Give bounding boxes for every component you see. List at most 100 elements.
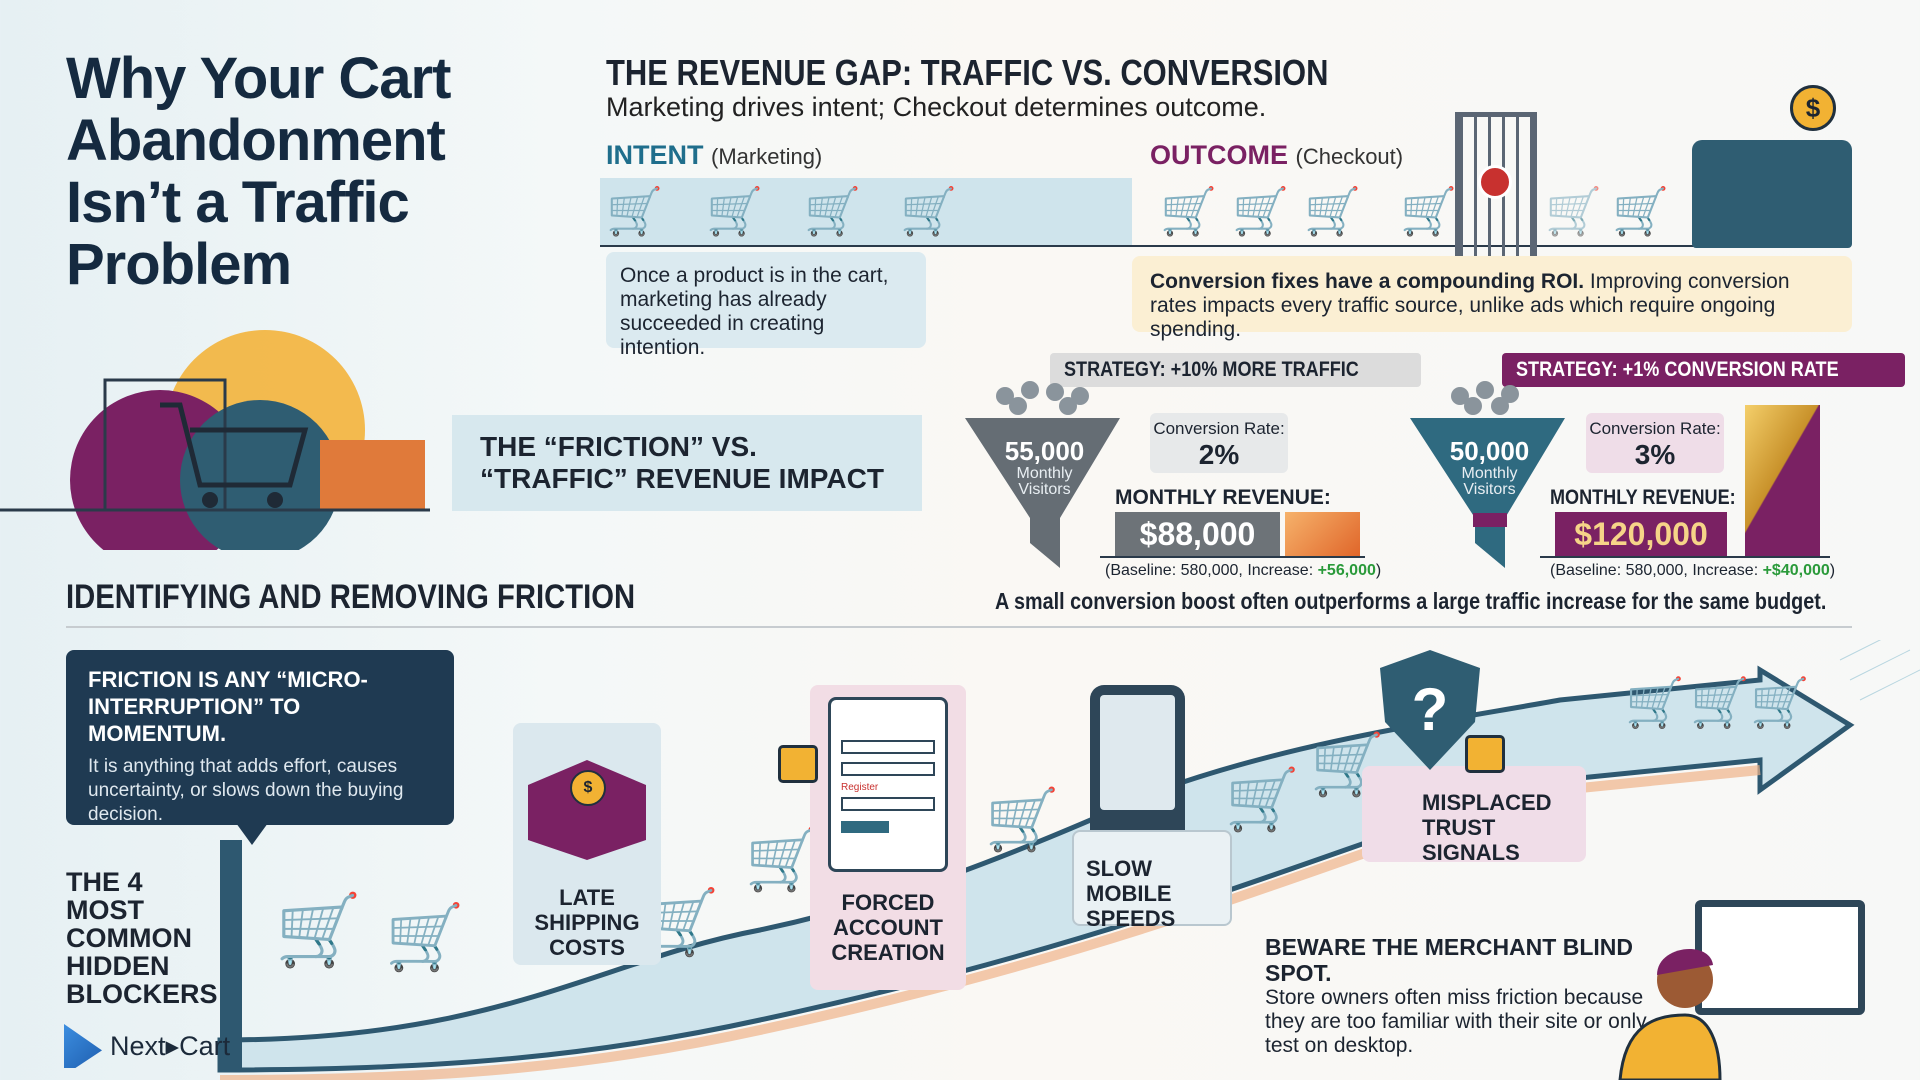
strategy-conversion-label: STRATEGY: +1% CONVERSION RATE xyxy=(1502,353,1906,387)
axis-line xyxy=(1540,556,1830,558)
revenue-gap-heading-text: THE REVENUE GAP: TRAFFIC VS. CONVERSION xyxy=(606,52,1329,93)
form-submit xyxy=(841,821,889,833)
form-field xyxy=(841,740,935,754)
shopping-cart-illustration xyxy=(0,330,430,550)
cart-icon: 🛒 xyxy=(1690,677,1750,730)
form-field xyxy=(841,797,935,811)
strategy-traffic-text: STRATEGY: +10% MORE TRAFFIC xyxy=(1064,358,1359,381)
traffic-funnel-icon xyxy=(965,381,1120,568)
cart-icon: 🛒 xyxy=(745,826,820,893)
dollar-coin-icon: $ xyxy=(570,770,606,806)
logo-text: Next▸Cart xyxy=(110,1030,231,1061)
nextcart-logo: Next▸Cart xyxy=(64,1024,230,1068)
friction-heading: IDENTIFYING AND REMOVING FRICTION xyxy=(66,578,728,617)
lock-icon xyxy=(778,745,818,783)
friction-heading-text: IDENTIFYING AND REMOVING FRICTION xyxy=(66,578,636,616)
revenue-gap-heading: THE REVENUE GAP: TRAFFIC VS. CONVERSION xyxy=(606,52,1446,94)
impact-heading: THE “FRICTION” VS. “TRAFFIC” REVENUE IMP… xyxy=(452,415,922,511)
cart-icon: 🛒 xyxy=(985,786,1060,853)
form-label: Register xyxy=(841,782,879,793)
cart-icon: 🛒 xyxy=(275,891,363,969)
no-entry-icon xyxy=(1478,165,1512,199)
monthly-revenue-label-wrap: MONTHLY REVENUE: xyxy=(1550,486,1740,510)
conversion-revenue: $120,000 xyxy=(1555,512,1727,556)
comparison-caption: A small conversion boost often outperfor… xyxy=(995,588,1920,615)
baseline-close: ) xyxy=(1829,562,1836,579)
cart-icon: 🛒 xyxy=(606,185,664,237)
strategy-traffic-label: STRATEGY: +10% MORE TRAFFIC xyxy=(1050,353,1421,387)
baseline-text: (Baseline: 580,000, Increase: xyxy=(1550,562,1763,579)
blind-spot-text: Store owners often miss friction because… xyxy=(1265,986,1647,1057)
traffic-revenue: $88,000 xyxy=(1115,512,1280,556)
traffic-visitors-label: Monthly Visitors xyxy=(1016,465,1073,498)
conversion-rate-box: Conversion Rate:3% xyxy=(1586,413,1724,473)
cart-icon: 🛒 xyxy=(1232,185,1290,237)
friction-definition-box: FRICTION IS ANY “MICRO-INTERRUPTION” TO … xyxy=(66,650,454,825)
traffic-baseline: (Baseline: 580,000, Increase: +56,000) xyxy=(1105,562,1381,580)
cart-icon: 🛒 xyxy=(385,901,465,973)
empty-cart-icon: 🛒 xyxy=(1545,185,1603,237)
speech-tail xyxy=(236,823,268,861)
cart-icon: 🛒 xyxy=(1400,185,1458,237)
monthly-revenue-label: MONTHLY REVENUE: xyxy=(1115,486,1331,509)
cart-icon: 🛒 xyxy=(804,185,862,237)
form-field xyxy=(841,762,935,776)
conversion-baseline: (Baseline: 580,000, Increase: +$40,000) xyxy=(1550,562,1835,580)
increase-value: +$40,000 xyxy=(1762,562,1830,579)
conv-value: 2% xyxy=(1198,439,1240,470)
intent-text: Once a product is in the cart, marketing… xyxy=(606,252,926,359)
cart-icon: 🛒 xyxy=(1225,766,1300,833)
intent-label-text: INTENT xyxy=(606,140,704,170)
cart-icon: 🛒 xyxy=(706,185,764,237)
divider xyxy=(66,626,1852,628)
outcome-label-text: OUTCOME xyxy=(1150,140,1288,170)
baseline-close: ) xyxy=(1375,562,1382,579)
increase-value: +56,000 xyxy=(1317,562,1376,579)
monthly-revenue-label: MONTHLY REVENUE: xyxy=(1550,486,1736,509)
outcome-bold: Conversion fixes have a compounding ROI. xyxy=(1150,270,1585,293)
loading-spinner-icon xyxy=(1100,695,1175,810)
strategy-conversion-text: STRATEGY: +1% CONVERSION RATE xyxy=(1516,358,1839,381)
blockers-label: THE 4 MOST COMMON HIDDEN BLOCKERS xyxy=(66,867,218,1009)
blocker-misplaced-trust: MISPLACED TRUST SIGNALS xyxy=(1362,766,1586,865)
registration-form-icon: Register xyxy=(828,697,948,872)
intent-note: (Marketing) xyxy=(711,144,823,169)
conversion-revenue-bar xyxy=(1745,405,1820,556)
blind-spot-title: BEWARE THE MERCHANT BLIND SPOT. xyxy=(1265,934,1633,986)
checkout-gate-icon xyxy=(1455,112,1537,264)
cart-icon: 🛒 xyxy=(1750,677,1810,730)
page-title: Why Your Cart Abandonment Isn’t a Traffi… xyxy=(66,46,451,297)
blind-spot-note: BEWARE THE MERCHANT BLIND SPOT. Store ow… xyxy=(1265,934,1675,1058)
intent-label: INTENT (Marketing) xyxy=(606,140,822,171)
outcome-note: (Checkout) xyxy=(1295,144,1404,169)
lock-icon xyxy=(1465,735,1505,773)
revenue-gap-subheading: Marketing drives intent; Checkout determ… xyxy=(606,92,1267,122)
intent-band xyxy=(600,178,1132,246)
conv-label: Conversion Rate: xyxy=(1589,419,1721,438)
outcome-body: Improving conversion rates impacts every… xyxy=(1150,270,1790,341)
cart-icon: 🛒 xyxy=(1160,185,1218,237)
cart-icon: 🛒 xyxy=(900,185,958,237)
cart-icon: 🛒 xyxy=(1304,185,1362,237)
cart-icon: 🛒 xyxy=(1625,677,1685,730)
baseline-text: (Baseline: 580,000, Increase: xyxy=(1105,562,1318,579)
dollar-coin-icon: $ xyxy=(1790,85,1836,131)
outcome-text: Conversion fixes have a compounding ROI.… xyxy=(1132,256,1852,341)
conv-value: 3% xyxy=(1634,439,1676,470)
caption-text: A small conversion boost often outperfor… xyxy=(995,588,1827,614)
traffic-visitors: 55,000 xyxy=(1004,436,1085,466)
logo-mark-icon xyxy=(64,1024,102,1068)
blocker-slow-mobile: SLOW MOBILE SPEEDS xyxy=(1072,830,1232,931)
friction-definition-title: FRICTION IS ANY “MICRO-INTERRUPTION” TO … xyxy=(88,667,368,746)
conversion-funnel-icon xyxy=(1410,381,1565,568)
axis-line xyxy=(1100,556,1365,558)
merchant-person-icon xyxy=(1618,948,1722,1080)
desktop-monitor-icon xyxy=(1695,900,1865,1015)
conv-label: Conversion Rate: xyxy=(1153,419,1285,438)
traffic-conversion-box: Conversion Rate:2% xyxy=(1150,413,1288,473)
friction-definition-text: It is anything that adds effort, causes … xyxy=(88,756,404,825)
shelf-line xyxy=(600,245,1850,247)
conversion-visitors: 50,000 xyxy=(1449,436,1530,466)
mobile-phone-icon xyxy=(1090,685,1185,845)
outcome-label: OUTCOME (Checkout) xyxy=(1150,140,1403,171)
